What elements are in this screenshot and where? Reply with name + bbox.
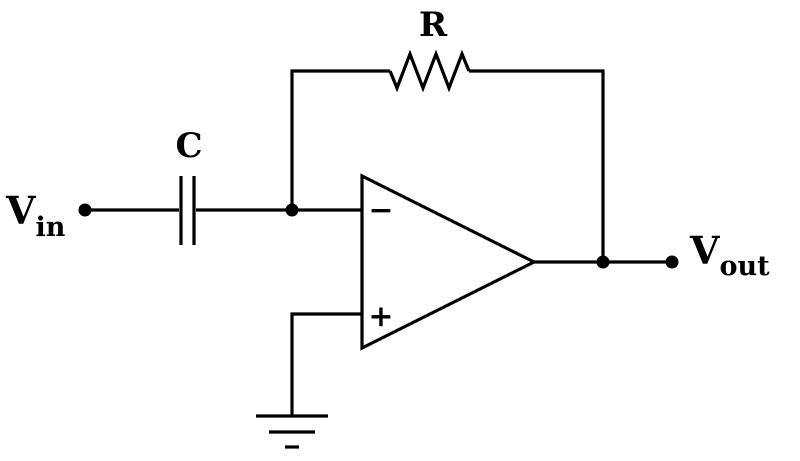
- output-junction-node: [596, 255, 610, 269]
- feedback-wire-left: [290, 69, 390, 210]
- output-terminal: [665, 255, 679, 269]
- capacitor-label: C: [175, 126, 202, 166]
- feedback-wire-right: [469, 69, 605, 262]
- input-label: Vin: [5, 188, 66, 243]
- output-label-sub: out: [719, 251, 770, 282]
- output-label: Vout: [689, 228, 770, 282]
- input-label-sub: in: [35, 212, 65, 243]
- non-inverting-input-sign: +: [368, 299, 393, 334]
- input-label-main: V: [5, 188, 37, 233]
- op-amp-triangle: [360, 173, 538, 351]
- output-label-main: V: [689, 228, 721, 273]
- resistor-zigzag: [388, 49, 471, 93]
- inverting-input-sign: −: [368, 193, 393, 228]
- ground-wire: [290, 312, 362, 416]
- resistor-label: R: [419, 5, 448, 45]
- input-terminal: [78, 203, 92, 217]
